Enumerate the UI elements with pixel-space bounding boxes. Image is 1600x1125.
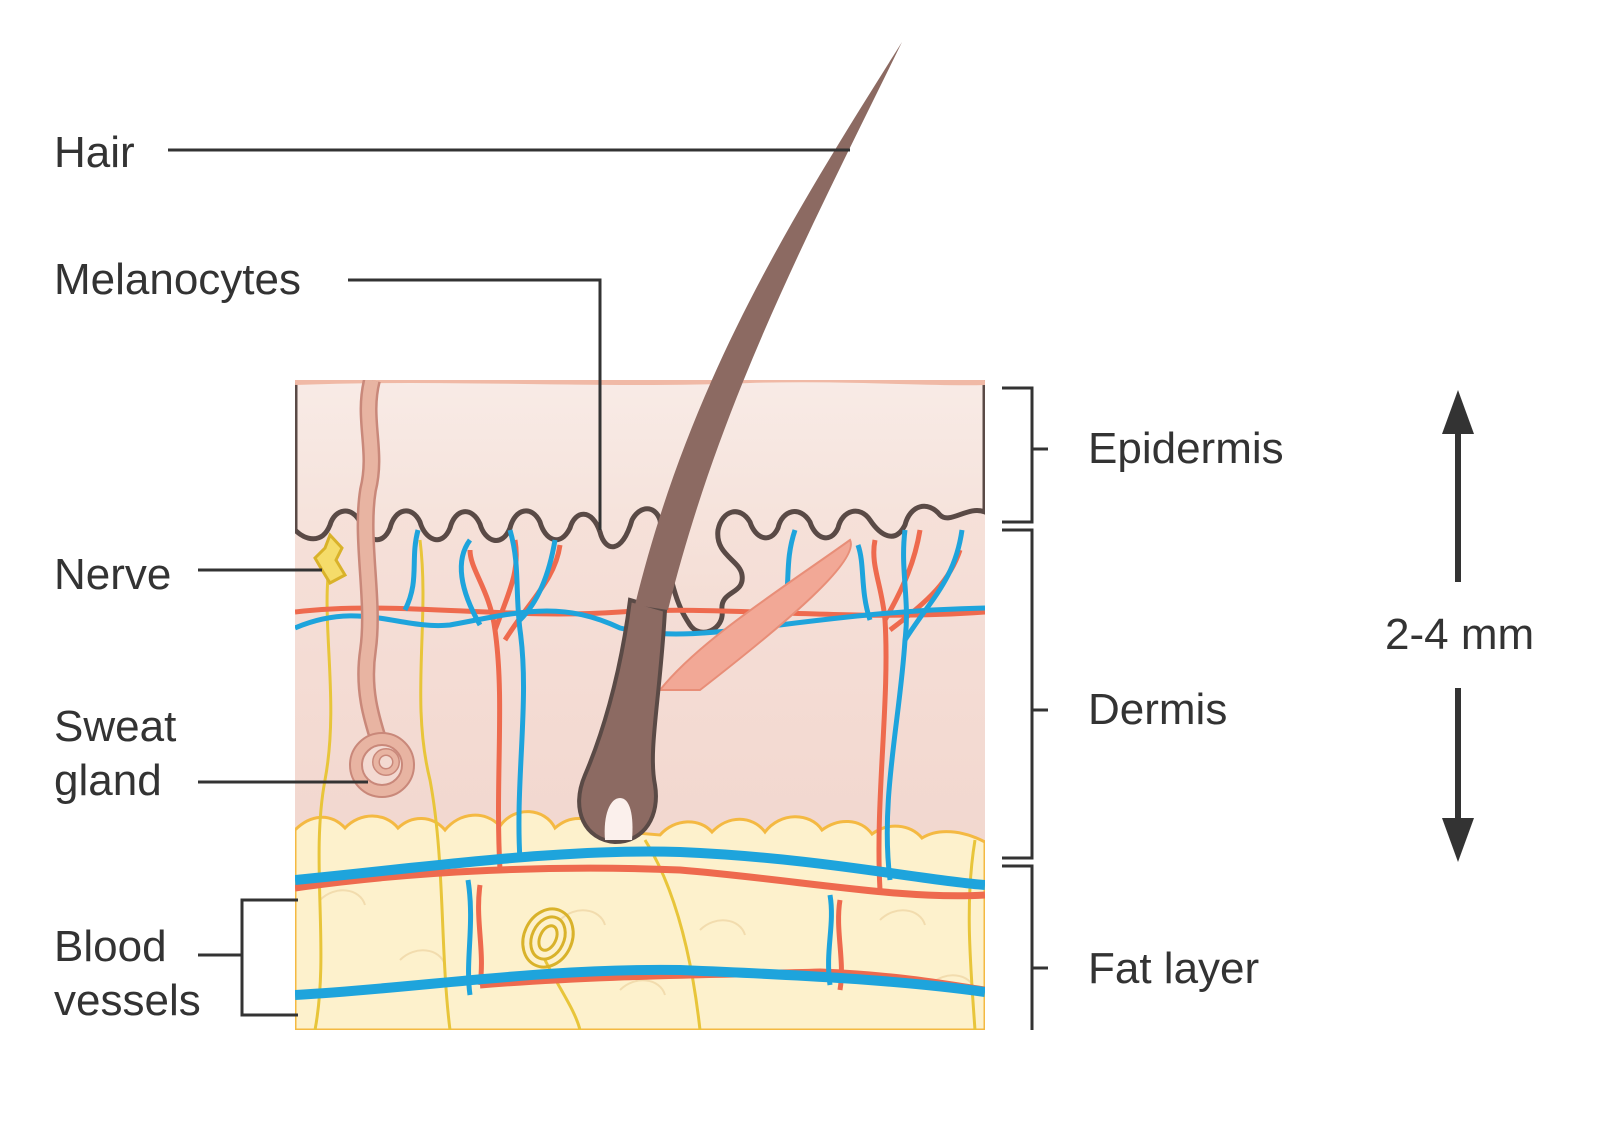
label-sweat-gland-line-1: Sweat [54, 702, 177, 751]
label-hair: Hair [54, 128, 135, 177]
fat-layer [295, 810, 985, 1030]
layer-brackets [1002, 386, 1048, 1030]
label-nerve: Nerve [54, 550, 172, 599]
sweat-gland-coil [349, 732, 415, 798]
label-melanocytes: Melanocytes [54, 255, 302, 304]
label-sweat-gland-line-2: gland [54, 756, 162, 805]
thickness-arrow [1442, 390, 1474, 862]
epidermis-bracket [1002, 386, 1034, 524]
hair-follicle [577, 597, 668, 845]
melanocytes-leader [348, 278, 602, 530]
nerve-fibers [313, 539, 977, 1030]
pacinian-corpuscle [521, 907, 575, 969]
label-sweat-gland: Sweat gland [54, 700, 176, 808]
label-dermis: Dermis [1088, 685, 1228, 734]
leader-lines [168, 148, 850, 1017]
arrector-pili-muscle [657, 538, 852, 691]
label-blood-vessels: Blood vessels [54, 920, 201, 1028]
label-fat-layer: Fat layer [1088, 944, 1260, 993]
hair-shaft [635, 42, 902, 610]
veins [295, 529, 985, 1000]
label-thickness: 2-4 mm [1385, 610, 1535, 659]
hair-papilla [604, 798, 633, 840]
label-epidermis: Epidermis [1088, 424, 1284, 473]
label-blood-vessels-line-2: vessels [54, 976, 201, 1025]
arteries [295, 529, 985, 994]
dermis-bracket [1002, 528, 1034, 860]
label-blood-vessels-line-1: Blood [54, 922, 167, 971]
nerve-ending [313, 532, 348, 585]
fat-layer-bracket [1002, 864, 1034, 1030]
blood-vessels-bracket [240, 898, 298, 1017]
skin-surface [295, 380, 985, 386]
